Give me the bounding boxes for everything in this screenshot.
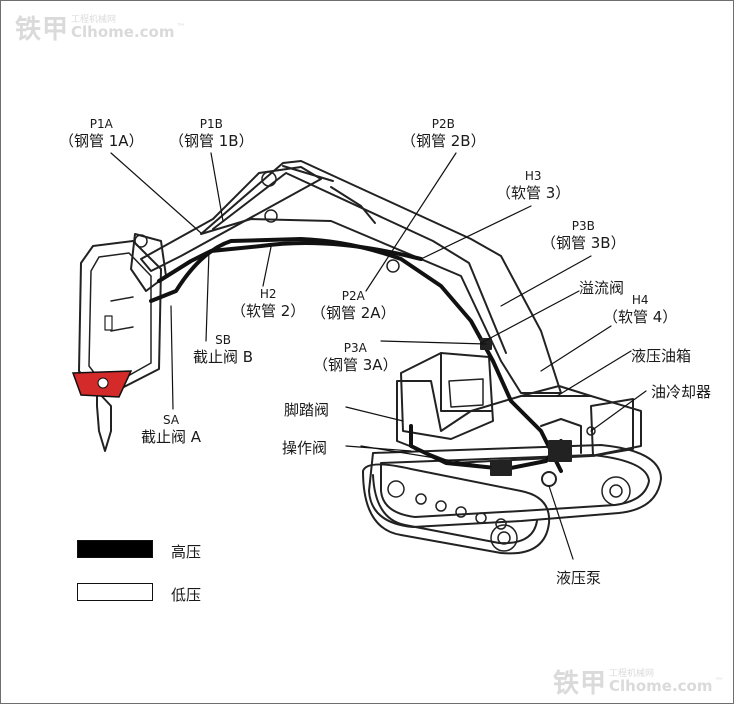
watermark-small: 工程机械网	[609, 668, 655, 679]
label-h2: H2 （软管 2）	[231, 287, 306, 320]
label-foot-valve: 脚踏阀	[284, 401, 330, 419]
excavator-arm	[130, 166, 322, 292]
watermark-top: 铁甲 工程机械网 Clhome.com ™	[15, 9, 185, 46]
label-sa: SA 截止阀 A	[141, 413, 202, 446]
label-hydraulic-tank: 液压油箱	[631, 347, 692, 365]
legend-low-swatch	[77, 583, 153, 601]
watermark-bottom: 铁甲 工程机械网 Clhome.com ™	[553, 663, 723, 700]
label-hydraulic-pump: 液压泵	[556, 569, 602, 587]
excavator-undercarriage	[362, 444, 662, 555]
watermark-site: Clhome.com	[71, 22, 175, 41]
legend-high-swatch	[77, 540, 153, 558]
label-control-valve: 操作阀	[282, 439, 328, 457]
label-relief-valve: 溢流阀	[579, 279, 625, 297]
label-p3a: P3A （钢管 3A）	[313, 341, 398, 374]
watermark-brand: 铁甲	[15, 15, 70, 45]
breaker-red-mark	[71, 370, 133, 398]
label-p2a: P2A （钢管 2A）	[311, 289, 396, 322]
label-h3: H3 （软管 3）	[496, 169, 571, 202]
legend-high-label: 高压	[171, 543, 202, 561]
label-sb: SB 截止阀 B	[193, 333, 254, 366]
label-h4: H4 （软管 4）	[603, 293, 678, 326]
watermark-small: 工程机械网	[71, 14, 117, 25]
label-p3b: P3B （钢管 3B）	[541, 219, 626, 252]
leader-lines	[110, 152, 647, 560]
watermark-tm: ™	[176, 22, 186, 33]
watermark-brand: 铁甲	[553, 669, 608, 699]
watermark-tm: ™	[714, 676, 724, 687]
watermark-site: Clhome.com	[609, 676, 713, 695]
label-p1a: P1A （钢管 1A）	[59, 117, 144, 150]
label-oil-cooler: 油冷却器	[651, 383, 712, 401]
legend-low-label: 低压	[171, 586, 202, 604]
label-p2b: P2B （钢管 2B）	[401, 117, 486, 150]
label-p1b: P1B （钢管 1B）	[169, 117, 254, 150]
